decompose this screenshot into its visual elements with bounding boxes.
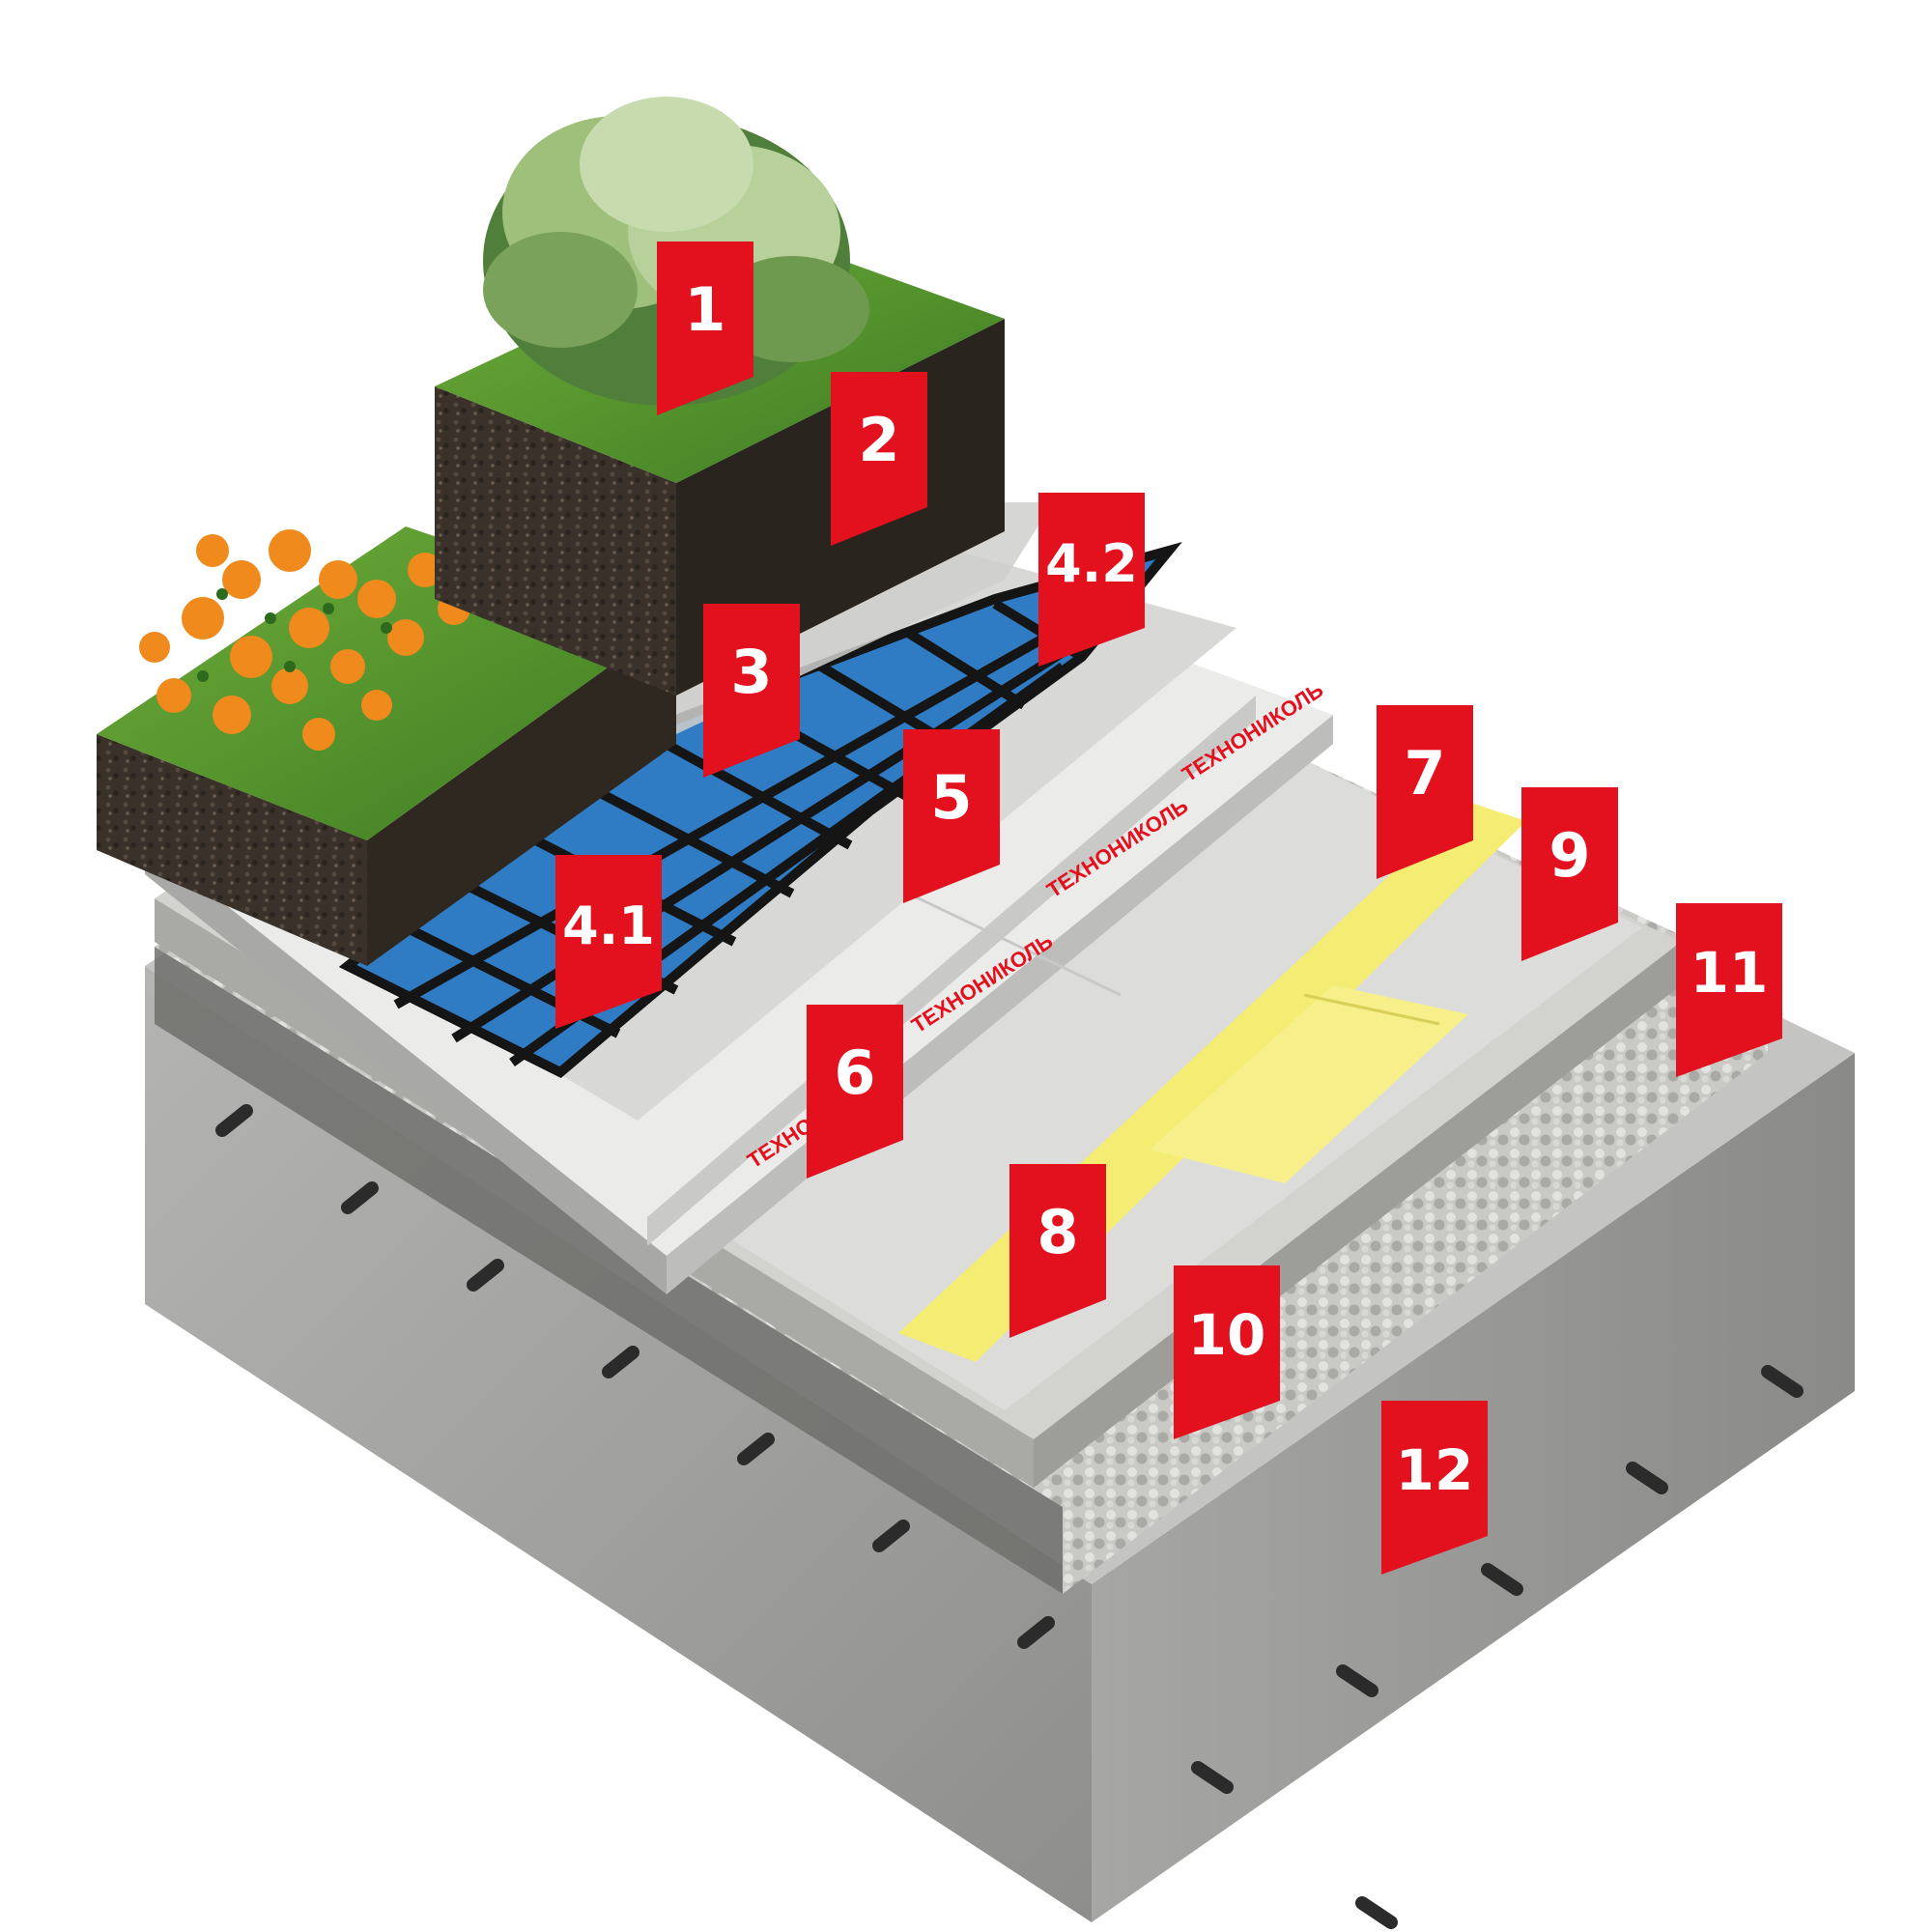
- marker-label: 1: [684, 274, 725, 345]
- marker-11: 11: [1676, 903, 1782, 1077]
- marker-9: 9: [1521, 787, 1618, 961]
- marker-label: 2: [858, 405, 899, 475]
- marker-4-2: 4.2: [1038, 493, 1145, 667]
- marker-1: 1: [657, 242, 753, 415]
- marker-7: 7: [1377, 705, 1473, 879]
- marker-12: 12: [1381, 1401, 1488, 1575]
- marker-label: 7: [1404, 738, 1445, 809]
- marker-5: 5: [903, 729, 1000, 903]
- marker-label: 3: [730, 637, 772, 707]
- marker-label: 4.2: [1045, 533, 1138, 594]
- marker-label: 4.1: [562, 895, 655, 956]
- marker-label: 6: [834, 1037, 875, 1108]
- marker-label: 11: [1690, 940, 1769, 1006]
- marker-3: 3: [703, 604, 800, 778]
- marker-8: 8: [1009, 1164, 1106, 1338]
- marker-label: 5: [930, 762, 972, 833]
- rebar-ends: [215, 1104, 1804, 1929]
- marker-6: 6: [807, 1005, 903, 1179]
- bush: [483, 97, 869, 406]
- marker-label: 12: [1396, 1437, 1474, 1503]
- marker-label: 10: [1188, 1302, 1266, 1368]
- marker-label: 9: [1548, 820, 1590, 891]
- marker-10: 10: [1174, 1265, 1280, 1439]
- marker-label: 8: [1037, 1197, 1078, 1267]
- marker-2: 2: [831, 372, 927, 546]
- marker-4-1: 4.1: [555, 855, 662, 1029]
